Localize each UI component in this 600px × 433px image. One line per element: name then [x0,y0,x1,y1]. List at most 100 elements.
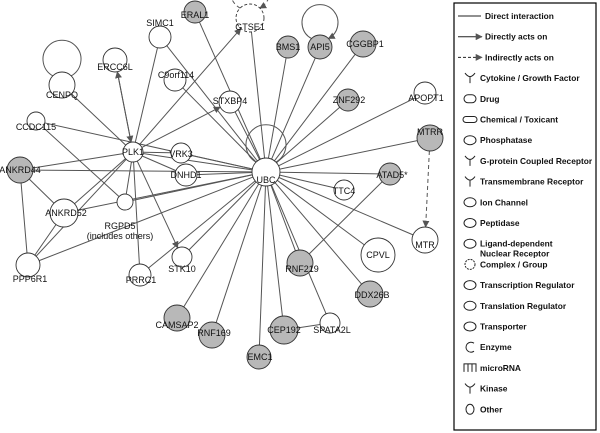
node-label-rnf219: RNF219 [285,264,319,274]
edge-plk1-vrk3 [142,151,172,154]
node-api5[interactable] [307,34,333,60]
node-prrc1[interactable] [128,263,152,287]
edge-ankrd44-ppp6r1 [20,182,28,254]
node-cpvl[interactable] [360,237,396,273]
node-c9orf114[interactable] [163,68,187,92]
edge-ubc-plk1 [142,152,253,171]
node-label-ankrd44: ANKRD44 [0,165,41,175]
node-cggbp1[interactable] [349,30,377,58]
node-ddx26b[interactable] [356,280,384,308]
node-label-rnf169: RNF169 [197,328,231,338]
edge-ccdc115-rgpd5 [42,126,120,197]
legend-label-other: Other [480,404,503,414]
edge-plk1-stxbp4 [141,106,221,148]
node-label-rgpd5: RGPD5 [104,221,135,231]
node-stxbp4[interactable] [218,90,242,114]
node-ppp6r1[interactable] [15,252,41,278]
edge-plk1-ppp6r1 [35,158,127,257]
edge-plk1-ankrd44 [32,153,124,169]
node-atad5[interactable] [378,162,402,186]
node-label-cpvl: CPVL [366,250,390,260]
edge-ubc-ppp6r1 [38,176,254,262]
node-bms1[interactable] [276,35,300,59]
edge-atad5-rnf219 [308,181,383,255]
node-label-spata2l: SPATA2L [313,325,351,335]
node-label-cep192: CEP192 [267,325,301,335]
ligand-dependent-nuclear-receptor-icon [463,238,477,249]
node-camsap2[interactable] [163,304,191,332]
node-label-ccdc115: CCDC115 [16,122,56,132]
legend-label-solid-arrow: Directly acts on [485,32,547,42]
legend-label-solid-line: Direct interaction [485,11,554,21]
node-label-znf292: ZNF292 [333,95,366,105]
edge-ankrd44-ankrd52 [28,178,55,204]
edge-cep192-spata2l [297,324,321,329]
edge-plk1-stk10 [136,160,179,249]
legend-label-transporter: Transporter [480,322,527,332]
network-edges [20,21,430,346]
edge-ubc-vrk3 [190,154,253,170]
node-ubc[interactable] [251,157,281,187]
node-rnf169[interactable] [198,321,226,349]
node-znf292[interactable] [336,88,360,112]
node-eral1[interactable] [183,0,207,24]
node-spata2l[interactable] [319,312,341,334]
edge-ubc-apopt1 [278,97,416,167]
peptidase-icon [463,218,477,228]
node-ercc6l[interactable] [102,47,128,73]
node-label-cenpq: CENPQ [46,90,78,100]
node-rgpd5[interactable] [116,193,134,211]
kinase-icon [464,383,476,394]
node-label-ddx26b: DDX26B [354,290,389,300]
ion-channel-icon [463,197,477,208]
edge-ubc-camsap2 [183,183,260,308]
node-emc1[interactable] [246,344,272,370]
node-simc1[interactable] [148,25,172,49]
self-loop-cenpq [42,39,82,77]
edge-ubc-rgpd5 [132,174,253,201]
node-cenpq[interactable] [48,71,76,99]
edge-ubc-ankrd44 [32,169,253,173]
edge-ubc-emc1 [258,185,266,346]
node-apopt1[interactable] [413,81,437,105]
node-ttc4[interactable] [333,179,355,201]
node-label-vrk3: VRK3 [169,149,193,159]
legend-label-ligand-dependent-nuclear-receptor-line2: Nuclear Receptor [480,249,550,259]
node-vrk3[interactable] [170,142,192,164]
edge-ubc-znf292 [276,106,341,164]
edge-ubc-api5 [271,57,316,160]
node-dnhd1[interactable] [174,163,198,187]
node-plk1[interactable] [122,141,144,163]
edge-ubc-cep192 [267,185,283,317]
g-protein-coupled-receptor-icon [464,155,476,166]
node-label-atad5: ATAD5* [376,170,408,180]
node-label-plk1: PLK1 [122,147,144,157]
node-label-mtrr: MTRR [417,127,443,137]
legend-label-dashed-arrow: Indirectly acts on [485,52,554,62]
node-rnf219[interactable] [286,249,314,277]
node-label-ankrd52: ANKRD52 [45,208,87,218]
edge-plk1-prrc1 [133,161,140,265]
edge-plk1-gtse1 [139,28,242,145]
node-label-rgpd5-note: (includes others) [87,231,154,241]
node-ccdc115[interactable] [26,111,46,131]
node-cep192[interactable] [269,315,299,345]
node-ankrd52[interactable] [49,198,79,228]
node-gtse1[interactable] [235,3,265,33]
node-label-eral1: ERAL1 [181,10,210,20]
node-mtr[interactable] [411,226,439,254]
transporter-icon [463,321,477,332]
node-stk10[interactable] [171,246,193,268]
chemical-toxicant-icon [462,116,478,123]
node-label-cggbp1: CGGBP1 [346,39,384,49]
edge-ubc-gtse1 [250,31,266,159]
node-ankrd44[interactable] [6,156,34,184]
node-label-ppp6r1: PPP6R1 [13,274,48,284]
edge-ubc-mtr [278,177,414,236]
node-mtrr[interactable] [416,124,444,152]
node-label-stxbp4: STXBP4 [213,96,248,106]
node-label-stk10: STK10 [168,264,196,274]
edge-ankrd52-ppp6r1 [34,224,57,256]
